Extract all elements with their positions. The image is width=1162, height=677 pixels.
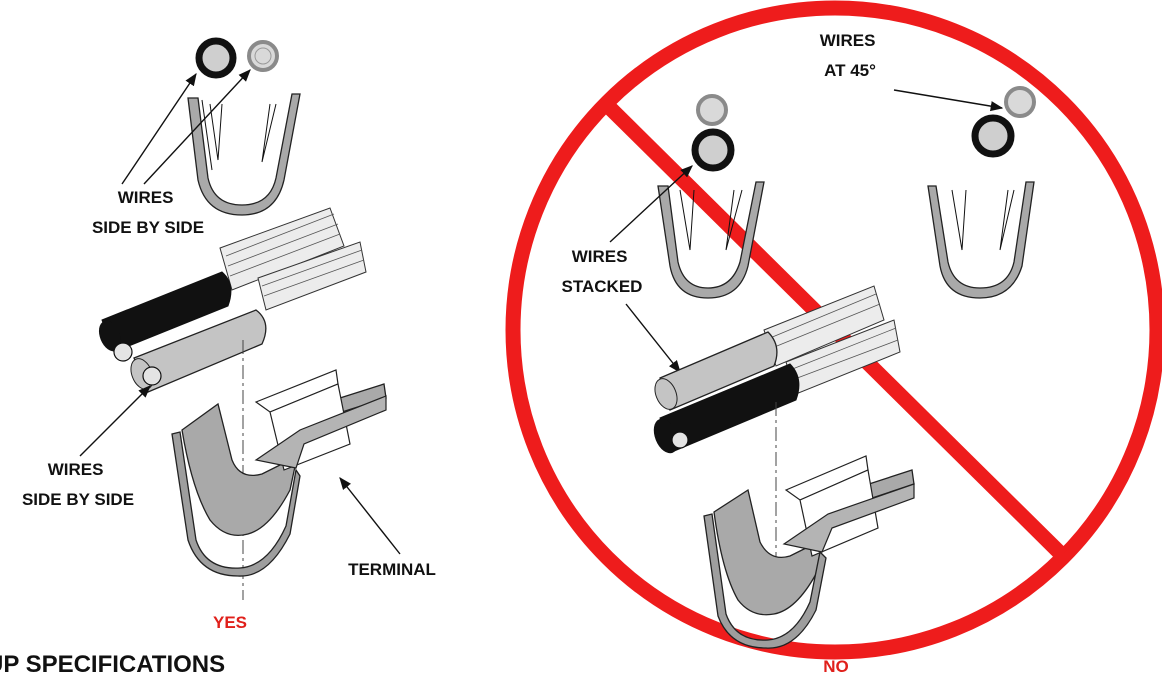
yes-wire-pair-end bbox=[195, 37, 279, 79]
gray-wire-top bbox=[659, 331, 778, 411]
wire-end-black bbox=[195, 37, 237, 79]
no-angle-label: WIRES AT 45° bbox=[820, 31, 880, 80]
yes-example: WIRES SIDE BY SIDE bbox=[22, 37, 436, 632]
yes-top-wires-label: WIRES SIDE BY SIDE bbox=[92, 188, 204, 237]
yes-terminal-end-view bbox=[187, 93, 301, 216]
yes-verdict-label: YES bbox=[213, 613, 247, 632]
section-heading: UP SPECIFICATIONS bbox=[0, 651, 225, 677]
no-verdict-label: NO bbox=[823, 657, 849, 676]
terminal-label: TERMINAL bbox=[348, 560, 436, 579]
yes-cable-assembly bbox=[98, 207, 367, 393]
black-wire bbox=[101, 271, 232, 353]
angled-wire-black bbox=[971, 114, 1015, 158]
stacked-wire-black bbox=[691, 128, 735, 172]
no-terminal bbox=[703, 455, 915, 649]
no-angled-terminal-end-view bbox=[927, 86, 1036, 299]
no-stacked-terminal-end-view bbox=[657, 94, 765, 299]
no-cable-assembly bbox=[653, 285, 901, 454]
terminal-u-outline bbox=[187, 93, 301, 216]
yes-mid-wires-label: WIRES SIDE BY SIDE bbox=[22, 460, 134, 509]
stacked-wire-gray bbox=[696, 94, 728, 126]
yes-terminal bbox=[171, 369, 387, 577]
angled-wire-gray bbox=[1004, 86, 1036, 118]
no-stacked-label: WIRES STACKED bbox=[562, 247, 643, 296]
gray-wire bbox=[133, 309, 267, 393]
no-example: WIRES AT 45° WIRES STACKED bbox=[505, 0, 1162, 676]
wire-end-gray bbox=[247, 40, 279, 72]
black-wire-bottom bbox=[659, 363, 800, 453]
